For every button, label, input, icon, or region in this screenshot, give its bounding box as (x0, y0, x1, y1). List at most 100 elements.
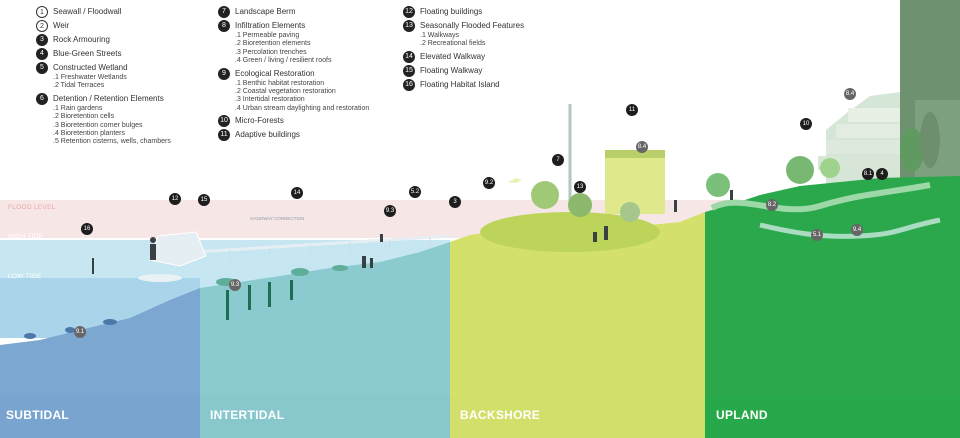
legend-subitem: .2 Tidal Terraces (53, 82, 171, 90)
marker-8-4-backshore: 8.4 (636, 141, 648, 153)
marker-8-4-upland: 8.4 (844, 88, 856, 100)
legend-number-badge: 16 (403, 79, 415, 91)
legend-subitem: .1 Walkways (420, 32, 524, 40)
legend-item: 3 Rock Armouring (36, 34, 171, 46)
marker-4: 4 (876, 168, 888, 180)
legend-item: 9 Ecological Restoration.1 Benthic habita… (218, 68, 369, 114)
legend-item: 1 Seawall / Floodwall (36, 6, 171, 18)
legend-subitem: .4 Bioretention planters (53, 130, 171, 138)
marker-12: 12 (169, 193, 181, 205)
legend-subitem: .2 Coastal vegetation restoration (235, 88, 369, 96)
legend-item-title: Constructed Wetland (53, 62, 171, 74)
zone-label-backshore: BACKSHORE (460, 408, 540, 422)
legend-item: 2 Weir (36, 20, 171, 32)
legend-item-title: Floating Walkway (420, 65, 524, 77)
legend-number-badge: 8 (218, 20, 230, 32)
legend-column-2: 7 Landscape Berm 8 Infiltration Elements .1 … (218, 6, 369, 143)
terrace-2 (836, 124, 900, 138)
legend-number-badge: 6 (36, 93, 48, 105)
legend-item: 16 Floating Habitat Island (403, 79, 524, 91)
legend-subitem: .3 Percolation trenches (235, 49, 369, 57)
legend-number-badge: 14 (403, 51, 415, 63)
legend-number-badge: 11 (218, 129, 230, 141)
marker-5-2: 5.2 (409, 186, 421, 198)
bird (508, 178, 522, 183)
marker-8-1: 8.1 (862, 168, 874, 180)
legend-item-title: Infiltration Elements (235, 20, 369, 32)
legend-item: 13 Seasonally Flooded Features.1 Walkways… (403, 20, 524, 49)
legend-subitem: .2 Recreational fields (420, 40, 524, 48)
legend-item: 4 Blue-Green Streets (36, 48, 171, 60)
legend-item-title: Floating buildings (420, 6, 524, 18)
legend-number-badge: 10 (218, 115, 230, 127)
marker-16: 16 (81, 223, 93, 235)
legend-subitem: .1 Freshwater Wetlands (53, 74, 171, 82)
legend-item: 10 Micro-Forests (218, 115, 369, 127)
zone-label-upland: UPLAND (716, 408, 768, 422)
legend-item: 12 Floating buildings (403, 6, 524, 18)
legend-item-title: Ecological Restoration (235, 68, 369, 80)
legend-subitem: .4 Green / living / resilient roofs (235, 57, 369, 65)
marker-15: 15 (198, 194, 210, 206)
marker-9-2: 9.2 (483, 177, 495, 189)
marker-3: 3 (449, 196, 461, 208)
marker-7: 7 (552, 154, 564, 166)
adaptive-building-roof (605, 150, 665, 158)
legend-subitem: .1 Benthic habitat restoration (235, 80, 369, 88)
legend-number-badge: 7 (218, 6, 230, 18)
legend-item: 6 Detention / Retention Elements.1 Rain g… (36, 93, 171, 147)
gangway-connection-label: GANGWAY CONNECTION (250, 216, 304, 222)
legend-subitem: .2 Bioretention cells (53, 113, 171, 121)
floating-platform (138, 274, 182, 282)
legend-column-1: 1 Seawall / Floodwall 2 Weir 3 Rock Armouring… (36, 6, 171, 149)
legend-number-badge: 2 (36, 20, 48, 32)
legend-item: 7 Landscape Berm (218, 6, 369, 18)
low-tide-label: LOW TIDE (8, 273, 42, 280)
legend-item-title: Floating Habitat Island (420, 79, 524, 91)
legend-item-title: Micro-Forests (235, 115, 369, 127)
legend-item-title: Landscape Berm (235, 6, 369, 18)
marker-14: 14 (291, 187, 303, 199)
legend-number-badge: 9 (218, 68, 230, 80)
marker-10: 10 (800, 118, 812, 130)
legend-item: 15 Floating Walkway (403, 65, 524, 77)
legend-subitem: .4 Urban stream daylighting and restorat… (235, 105, 369, 113)
legend-subitem: .3 Bioretention corner bulges (53, 122, 171, 130)
flood-level-label: FLOOD LEVEL (8, 204, 56, 211)
marker-11: 11 (626, 104, 638, 116)
high-tide-label: HIGH TIDE (8, 233, 43, 240)
legend-column-3: 12 Floating buildings 13 Seasonally Flooded… (403, 6, 524, 93)
marker-5-1: 5.1 (811, 229, 823, 241)
marker-9-3: 9.3 (384, 205, 396, 217)
legend-subitem: .2 Bioretention elements (235, 40, 369, 48)
legend-item-title: Elevated Walkway (420, 51, 524, 63)
legend-number-badge: 13 (403, 20, 415, 32)
marker-9-4: 9.4 (851, 224, 863, 236)
legend-number-badge: 15 (403, 65, 415, 77)
legend-item: 11 Adaptive buildings (218, 129, 369, 141)
legend-number-badge: 3 (36, 34, 48, 46)
legend-number-badge: 12 (403, 6, 415, 18)
zone-label-subtidal: SUBTIDAL (6, 408, 69, 422)
marker-9-1: 9.1 (74, 326, 86, 338)
legend-number-badge: 4 (36, 48, 48, 60)
legend-item-title: Rock Armouring (53, 34, 171, 46)
legend-subitem: .5 Retention cisterns, wells, chambers (53, 138, 171, 146)
terrace-3 (826, 140, 900, 154)
legend-number-badge: 1 (36, 6, 48, 18)
marker-8-2: 8.2 (766, 199, 778, 211)
legend-item: 5 Constructed Wetland.1 Freshwater Wetlan… (36, 62, 171, 91)
terrace-1 (848, 108, 900, 122)
marker-9-3-intertidal: 9.3 (229, 279, 241, 291)
legend-item-title: Weir (53, 20, 171, 32)
legend-item-title: Adaptive buildings (235, 129, 369, 141)
zone-label-intertidal: INTERTIDAL (210, 408, 284, 422)
legend-item-title: Blue-Green Streets (53, 48, 171, 60)
legend-item: 14 Elevated Walkway (403, 51, 524, 63)
legend-item-title: Seawall / Floodwall (53, 6, 171, 18)
legend-number-badge: 5 (36, 62, 48, 74)
legend-item-title: Seasonally Flooded Features (420, 20, 524, 32)
legend-item-title: Detention / Retention Elements (53, 93, 171, 105)
legend-subitem: .1 Rain gardens (53, 105, 171, 113)
